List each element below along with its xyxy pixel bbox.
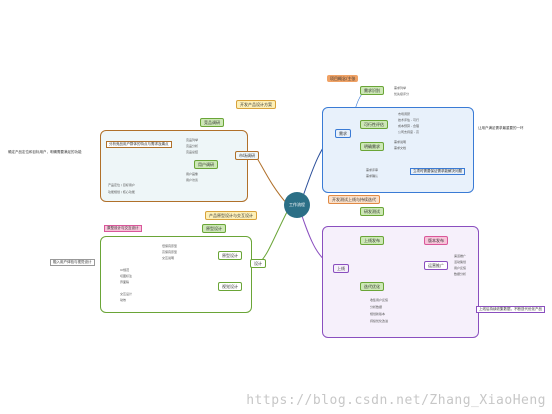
bottom-left-green-label: 原型设计 [202,224,226,233]
bottom-left-sub1[interactable]: 原型设计 [218,251,242,260]
bottom-right-sub3-leaf: 规划新版本 [370,312,386,316]
top-left-lower-leaf: 功能规划 / 核心功能 [108,190,135,194]
bottom-right-sub1[interactable]: 研发测试 [360,207,384,216]
top-left-lower-leaf: 产品定位 / 目标用户 [108,183,135,187]
bottom-left-top-note: 原型设计与交互设计 [104,225,142,232]
top-right-sub1[interactable]: 需求识别 [360,86,384,95]
top-right-sub4-leaf: 需求评审 [366,168,379,172]
top-right-sub1-leaf: 优先级评分 [394,92,410,96]
top-right-side-note: 让用户满足需求最重要的一环 [478,126,524,130]
bottom-right-region [322,226,479,338]
bottom-left-region [100,236,252,313]
bottom-left-sub2-leaf: 切图标注 [120,274,133,278]
top-right-sub3-leaf: 需求文档 [394,146,407,150]
bottom-left-sub2-leaf: UI规范 [120,268,130,272]
bottom-right-sub2-leaf: 渠道推广 [454,254,467,258]
top-right-section-title: 项目概念/主张 [327,75,359,82]
bottom-right-side-note: 上线后持续收集数据，不断迭代优化产品 [476,306,545,313]
center-node[interactable]: 工作流程 [284,192,310,218]
bottom-right-sub3-leaf: 持续优化改进 [370,319,389,323]
bottom-left-sub2-leaf: 界面稿 [120,280,130,284]
bottom-left-sub1-leaf: 交互说明 [162,256,175,260]
top-left-region [100,130,248,202]
bottom-right-sub2-tag[interactable]: 运营推广 [424,261,448,270]
top-right-sub2-leaf: 成本预算 - 合理 [398,124,419,128]
top-right-sub1-leaf: 需求列举 [394,86,407,90]
bottom-right-branch-label[interactable]: 上线 [333,264,349,273]
bottom-left-section-title: 产品原型设计与交互设计 [205,211,257,220]
top-right-sub2[interactable]: 可行性评估 [360,120,388,129]
bottom-right-section-title: 开发测试上线与持续迭代 [328,195,380,204]
bottom-right-sub3-leaf: 收集用户反馈 [370,298,389,302]
bottom-left-side-note: 融入用户体验与视觉设计 [50,259,95,266]
top-right-sub3-leaf: 需求说明 [394,140,407,144]
top-left-sub2[interactable]: 用户调研 [194,160,218,169]
top-left-sub2-leaf: 用户画像 [186,172,199,176]
top-left-sub1-leaf: 竞品总结 [186,150,199,154]
bottom-right-sub2-leaf: 活动策划 [454,260,467,264]
top-left-sub2-leaf: 用户访谈 [186,178,199,182]
top-left-sub1[interactable]: 竞品调研 [200,118,224,127]
top-right-sub2-leaf: 技术评估 - 可行 [398,118,419,122]
bottom-left-sub2-leaf: 交互设计 [120,292,133,296]
top-left-branch-label[interactable]: 市场调研 [235,151,259,160]
top-right-sub2-leaf: 公司支持度 - 高 [398,130,419,134]
bottom-right-sub2-leaf: 数据分析 [454,272,467,276]
top-left-inner-note: 分析竞品用户群体的特点与需求及痛点 [106,141,172,148]
bottom-right-sub3-leaf: 分析数据 [370,305,383,309]
bottom-left-sub2-leaf: 动效 [120,298,127,302]
top-right-bottom-note: 立项时需要保证需求能解决问题 [410,168,465,175]
top-right-sub3[interactable]: 明确需求 [360,142,384,151]
top-right-sub4-leaf: 需求确认 [366,174,379,178]
top-right-branch-label[interactable]: 需求 [335,129,351,138]
bottom-left-sub1-leaf: 低保真原型 [162,244,178,248]
top-left-sub1-leaf: 竞品分析 [186,144,199,148]
bottom-right-sub3[interactable]: 迭代优化 [360,282,384,291]
bottom-right-sub2-leaf: 用户反馈 [454,266,467,270]
top-left-sub1-leaf: 竞品列举 [186,138,199,142]
bottom-left-sub1-leaf: 高保真原型 [162,250,178,254]
bottom-right-pink-label: 版本发布 [424,236,448,245]
top-left-section-title: 开发产品设计方案 [236,100,276,109]
bottom-left-branch-label[interactable]: 设计 [250,259,266,268]
top-right-region [322,107,474,193]
bottom-right-sub2[interactable]: 上线发布 [360,236,384,245]
top-left-side-note: 确定产品定位和目标用户，明确需要满足的功能 [8,150,82,154]
top-right-sub2-leaf: 市场调研 [398,112,411,116]
bottom-left-sub2[interactable]: 视觉设计 [218,282,242,291]
watermark: https://blog.csdn.net/Zhang_XiaoHeng [246,393,546,408]
